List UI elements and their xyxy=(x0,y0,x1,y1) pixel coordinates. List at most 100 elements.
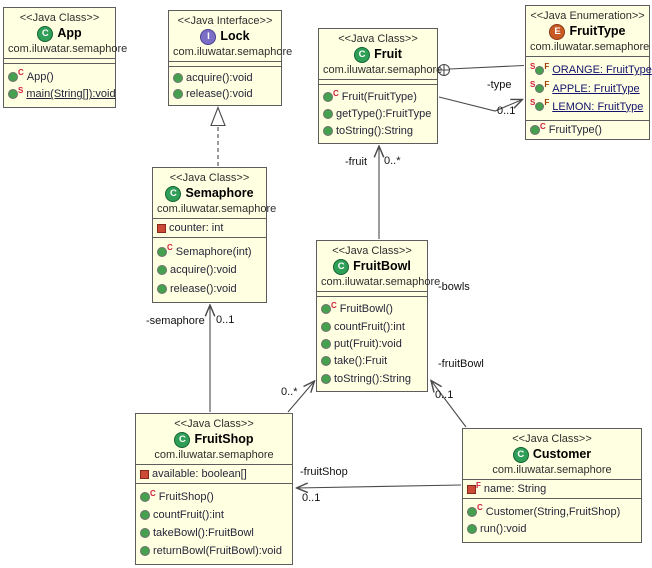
method-row[interactable]: C App() xyxy=(4,68,115,84)
public-method-icon xyxy=(321,373,331,384)
method-row[interactable]: C FruitBowl() xyxy=(317,301,427,316)
class-header: <<Java Class>> C FruitBowl com.iluwatar.… xyxy=(317,241,441,291)
method-row[interactable]: C FruitShop() xyxy=(136,488,292,504)
method-row[interactable]: run():void xyxy=(463,522,641,536)
java-class-icon: C xyxy=(165,185,182,202)
private-field-icon xyxy=(140,469,149,479)
methods-compartment: C Customer(String,FruitShop) run():void xyxy=(463,498,641,542)
multiplicity-label[interactable]: 0..* xyxy=(384,155,401,167)
class-box-customer[interactable]: <<Java Class>> C Customer com.iluwatar.s… xyxy=(462,428,642,543)
method-row[interactable]: S main(String[]):void xyxy=(4,86,116,101)
public-method-icon xyxy=(8,89,18,100)
association-name-label[interactable]: -type xyxy=(487,79,512,91)
multiplicity-label[interactable]: 0..1 xyxy=(216,314,235,326)
public-method-icon xyxy=(323,92,333,102)
method-row[interactable]: release():void xyxy=(169,87,281,101)
method-row[interactable]: put(Fruit):void xyxy=(317,337,427,351)
methods-compartment: C FruitShop() countFruit():int takeBowl(… xyxy=(136,483,292,564)
class-box-app[interactable]: <<Java Class>> C App com.iluwatar.semaph… xyxy=(3,7,127,108)
public-method-icon xyxy=(157,265,167,275)
multiplicity-label[interactable]: 0..1 xyxy=(435,389,454,401)
class-name: C FruitBowl xyxy=(321,258,423,275)
public-method-icon xyxy=(140,546,150,556)
method-row[interactable]: returnBowl(FruitBowl):void xyxy=(136,544,292,558)
static-marker: S xyxy=(530,61,536,71)
constructor-marker: C xyxy=(540,121,546,131)
final-marker: F xyxy=(544,80,550,89)
class-header: <<Java Class>> C Semaphore com.iluwatar.… xyxy=(153,168,276,218)
class-package: com.iluwatar.semaphore xyxy=(321,276,441,288)
class-stereotype: <<Java Interface>> xyxy=(177,15,273,27)
multiplicity-label[interactable]: 0..1 xyxy=(497,105,516,117)
public-method-icon xyxy=(323,109,333,119)
method-row[interactable]: release():void xyxy=(153,282,266,296)
java-class-icon: C xyxy=(354,46,371,63)
public-method-icon xyxy=(173,73,183,83)
class-package: com.iluwatar.semaphore xyxy=(323,64,443,76)
method-row[interactable]: C FruitType() xyxy=(526,121,649,137)
public-method-icon xyxy=(321,321,331,332)
class-stereotype: <<Java Class>> xyxy=(512,433,592,445)
constructor-marker: C xyxy=(18,68,24,78)
multiplicity-label[interactable]: 0..* xyxy=(281,386,298,398)
class-stereotype: <<Java Enumeration>> xyxy=(530,10,645,22)
method-row[interactable]: getType():FruitType xyxy=(319,107,437,121)
methods-compartment: C Semaphore(int) acquire():void release(… xyxy=(153,237,266,302)
field-row[interactable]: F name: String xyxy=(463,481,641,496)
method-row[interactable]: take():Fruit xyxy=(317,354,427,368)
class-box-lock[interactable]: <<Java Interface>> I Lock com.iluwatar.s… xyxy=(168,10,293,106)
association-name-label[interactable]: -fruit xyxy=(345,156,367,168)
containment-edge-fruit-fruittype[interactable] xyxy=(449,64,525,70)
fields-compartment-empty xyxy=(317,291,427,296)
class-package: com.iluwatar.semaphore xyxy=(530,41,650,53)
constructor-marker: C xyxy=(150,488,156,498)
java-class-icon: C xyxy=(512,446,529,463)
public-method-icon xyxy=(8,71,18,82)
class-name: C FruitShop xyxy=(140,431,288,448)
method-row[interactable]: acquire():void xyxy=(169,71,281,85)
class-box-fruitbowl[interactable]: <<Java Class>> C FruitBowl com.iluwatar.… xyxy=(316,240,441,392)
class-name: I Lock xyxy=(173,28,277,45)
field-row[interactable]: available: boolean[] xyxy=(136,467,292,481)
enum-constant-icon xyxy=(535,102,545,112)
method-row[interactable]: toString():String xyxy=(317,372,427,386)
class-box-semaphore[interactable]: <<Java Class>> C Semaphore com.iluwatar.… xyxy=(152,167,276,303)
method-row[interactable]: C Semaphore(int) xyxy=(153,243,266,259)
public-method-icon xyxy=(140,492,150,502)
association-name-label[interactable]: -bowls xyxy=(438,281,470,293)
method-row[interactable]: countFruit():int xyxy=(317,320,427,334)
class-box-fruittype[interactable]: <<Java Enumeration>> E FruitType com.ilu… xyxy=(525,5,652,140)
association-name-label[interactable]: -fruitShop xyxy=(300,466,348,478)
public-method-icon xyxy=(323,126,333,136)
methods-compartment: acquire():void release():void xyxy=(169,66,281,105)
class-box-fruitshop[interactable]: <<Java Class>> C FruitShop com.iluwatar.… xyxy=(135,413,293,565)
method-row[interactable]: toString():String xyxy=(319,124,437,138)
public-method-icon xyxy=(467,506,477,517)
static-marker: S xyxy=(530,80,536,89)
field-row[interactable]: counter: int xyxy=(153,221,266,235)
class-stereotype: <<Java Class>> xyxy=(332,245,412,257)
class-stereotype: <<Java Class>> xyxy=(338,33,418,45)
method-row[interactable]: acquire():void xyxy=(153,263,266,277)
method-row[interactable]: C Customer(String,FruitShop) xyxy=(463,503,641,519)
association-name-label[interactable]: -semaphore xyxy=(146,315,205,327)
fields-compartment-empty xyxy=(319,79,437,84)
association-edge-customer-fruitbowl[interactable] xyxy=(431,381,467,428)
association-name-label[interactable]: -fruitBowl xyxy=(438,358,484,370)
association-edge-customer-fruitshop[interactable] xyxy=(297,485,462,488)
multiplicity-label[interactable]: 0..1 xyxy=(302,492,321,504)
fields-compartment: counter: int xyxy=(153,218,266,237)
class-package: com.iluwatar.semaphore xyxy=(492,464,612,476)
class-package: com.iluwatar.semaphore xyxy=(173,46,293,58)
class-box-fruit[interactable]: <<Java Class>> C Fruit com.iluwatar.sema… xyxy=(318,28,443,144)
method-row[interactable]: C Fruit(FruitType) xyxy=(319,89,437,104)
public-method-icon xyxy=(321,356,331,367)
method-row[interactable]: countFruit():int xyxy=(136,508,292,522)
java-class-icon: C xyxy=(174,431,191,448)
method-row[interactable]: takeBowl():FruitBowl xyxy=(136,526,292,540)
